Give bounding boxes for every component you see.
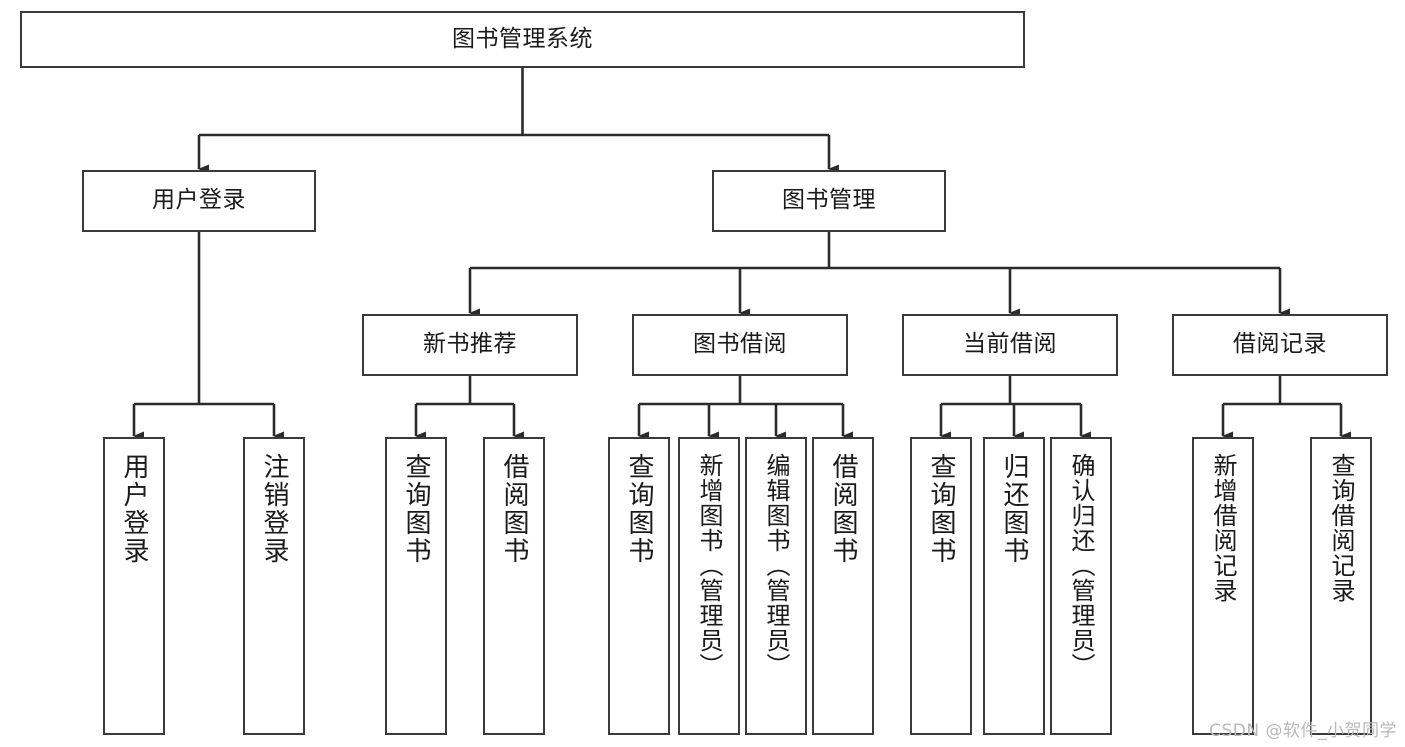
node-label: 查询图书: [926, 453, 956, 565]
node-label: 查询图书: [624, 453, 654, 565]
node-label: 借阅图书: [499, 453, 529, 565]
node-current_borrow[interactable]: 当前借阅: [902, 314, 1118, 376]
node-label: 查询图书: [401, 453, 431, 565]
node-label: 编辑图书（管理员）: [762, 453, 790, 678]
node-leaf_borrow_book_new[interactable]: 借阅图书: [483, 437, 545, 735]
node-label: 借阅记录: [1233, 331, 1327, 358]
node-label: 查询借阅记录: [1327, 453, 1355, 603]
node-label: 用户登录: [152, 187, 246, 214]
node-label: 图书管理: [782, 187, 876, 214]
node-label: 注销登录: [259, 453, 289, 565]
node-borrow_record[interactable]: 借阅记录: [1172, 314, 1388, 376]
node-leaf_user_logout[interactable]: 注销登录: [243, 437, 305, 735]
node-label: 确认归还（管理员）: [1067, 453, 1095, 678]
node-leaf_query_record[interactable]: 查询借阅记录: [1310, 437, 1372, 735]
node-label: 新书推荐: [423, 331, 517, 358]
node-leaf_query_book_borrow[interactable]: 查询图书: [608, 437, 670, 735]
node-leaf_user_login[interactable]: 用户登录: [103, 437, 165, 735]
node-label: 新增图书（管理员）: [695, 453, 723, 678]
node-label: 归还图书: [999, 453, 1029, 565]
node-book_borrow[interactable]: 图书借阅: [632, 314, 848, 376]
node-label: 当前借阅: [963, 331, 1057, 358]
node-book_manage[interactable]: 图书管理: [712, 170, 946, 232]
watermark-label: CSDN @软件_小贺同学: [1209, 721, 1397, 741]
node-leaf_borrow_book[interactable]: 借阅图书: [812, 437, 874, 735]
node-new_book[interactable]: 新书推荐: [362, 314, 578, 376]
node-leaf_confirm_return[interactable]: 确认归还（管理员）: [1050, 437, 1112, 735]
node-label: 图书管理系统: [452, 25, 593, 52]
node-label: 借阅图书: [828, 453, 858, 565]
node-leaf_add_record[interactable]: 新增借阅记录: [1192, 437, 1254, 735]
node-leaf_query_book_current[interactable]: 查询图书: [910, 437, 972, 735]
node-root[interactable]: 图书管理系统: [20, 11, 1025, 68]
node-leaf_edit_book[interactable]: 编辑图书（管理员）: [745, 437, 807, 735]
node-leaf_return_book[interactable]: 归还图书: [983, 437, 1045, 735]
node-leaf_query_book_new[interactable]: 查询图书: [385, 437, 447, 735]
node-label: 新增借阅记录: [1209, 453, 1237, 603]
node-label: 用户登录: [119, 453, 149, 565]
node-leaf_add_book[interactable]: 新增图书（管理员）: [678, 437, 740, 735]
node-label: 图书借阅: [693, 331, 787, 358]
node-user_login[interactable]: 用户登录: [82, 170, 316, 232]
